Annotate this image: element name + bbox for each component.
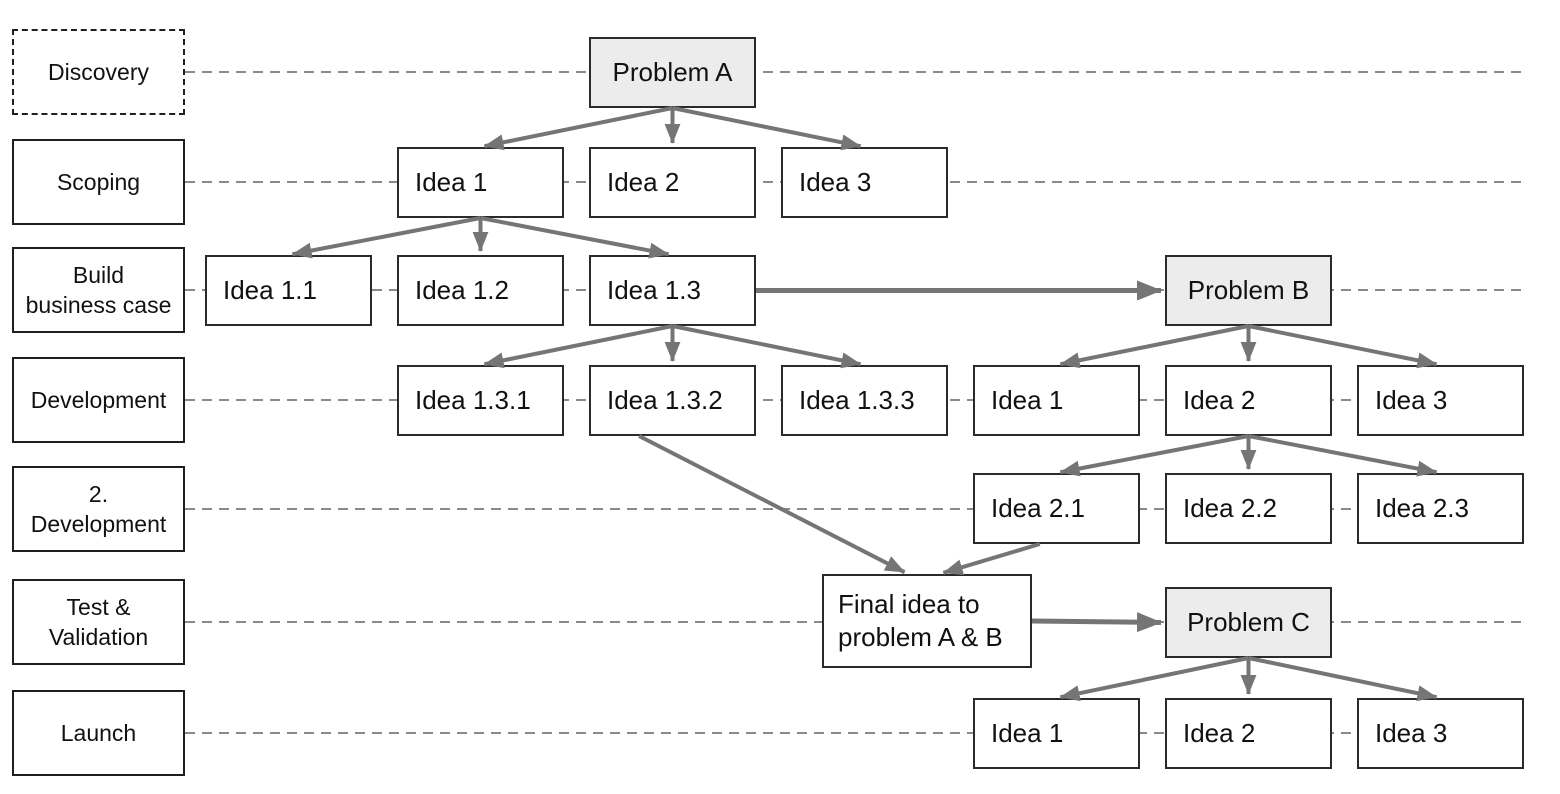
stage-label-discovery: Discovery: [12, 29, 185, 115]
stage-label-scoping: Scoping: [12, 139, 185, 225]
stage-label-second-development: 2. Development: [12, 466, 185, 552]
edge-idea-2-1-to-final-idea: [942, 542, 1041, 576]
edge-idea-1-to-idea-1-1: [291, 216, 481, 259]
node-idea-2: Idea 2: [589, 147, 756, 218]
stage-label-launch: Launch: [12, 690, 185, 776]
edge-problem-b-to-idea-b-1: [1059, 324, 1249, 369]
edge-problem-a-to-idea-3: [672, 106, 862, 151]
node-idea-2-3: Idea 2.3: [1357, 473, 1524, 544]
edge-problem-c-to-idea-c-3: [1248, 656, 1438, 702]
node-idea-1: Idea 1: [397, 147, 564, 218]
node-idea-1-3: Idea 1.3: [589, 255, 756, 326]
node-idea-1-2: Idea 1.2: [397, 255, 564, 326]
edge-idea-1-3-to-idea-1-3-1: [483, 324, 673, 369]
edge-problem-b-to-idea-b-3: [1248, 324, 1438, 369]
node-problem-a: Problem A: [589, 37, 756, 108]
node-idea-1-3-1: Idea 1.3.1: [397, 365, 564, 436]
lane-line-launch: [185, 732, 1527, 734]
node-idea-3: Idea 3: [781, 147, 948, 218]
node-idea-c-2: Idea 2: [1165, 698, 1332, 769]
edge-idea-1-3-2-to-final-idea: [638, 434, 906, 574]
node-problem-c: Problem C: [1165, 587, 1332, 658]
edge-idea-b-2-to-idea-2-3: [1248, 434, 1438, 477]
stage-label-build-business-case: Build business case: [12, 247, 185, 333]
edge-idea-1-3-to-idea-1-3-3: [672, 324, 862, 369]
node-final-idea: Final idea to problem A & B: [822, 574, 1032, 668]
node-idea-2-1: Idea 2.1: [973, 473, 1140, 544]
node-idea-1-3-3: Idea 1.3.3: [781, 365, 948, 436]
edge-idea-b-2-to-idea-2-1: [1059, 434, 1249, 477]
node-idea-1-3-2: Idea 1.3.2: [589, 365, 756, 436]
node-idea-2-2: Idea 2.2: [1165, 473, 1332, 544]
edge-problem-a-to-idea-1: [483, 106, 673, 151]
node-idea-b-3: Idea 3: [1357, 365, 1524, 436]
lane-line-discovery: [185, 71, 1527, 73]
node-problem-b: Problem B: [1165, 255, 1332, 326]
node-idea-b-2: Idea 2: [1165, 365, 1332, 436]
node-idea-1-1: Idea 1.1: [205, 255, 372, 326]
node-idea-b-1: Idea 1: [973, 365, 1140, 436]
stage-label-development: Development: [12, 357, 185, 443]
node-idea-c-3: Idea 3: [1357, 698, 1524, 769]
edge-idea-1-to-idea-1-3: [480, 216, 670, 259]
stage-label-test-validation: Test & Validation: [12, 579, 185, 665]
node-idea-c-1: Idea 1: [973, 698, 1140, 769]
edge-problem-c-to-idea-c-1: [1059, 656, 1249, 702]
